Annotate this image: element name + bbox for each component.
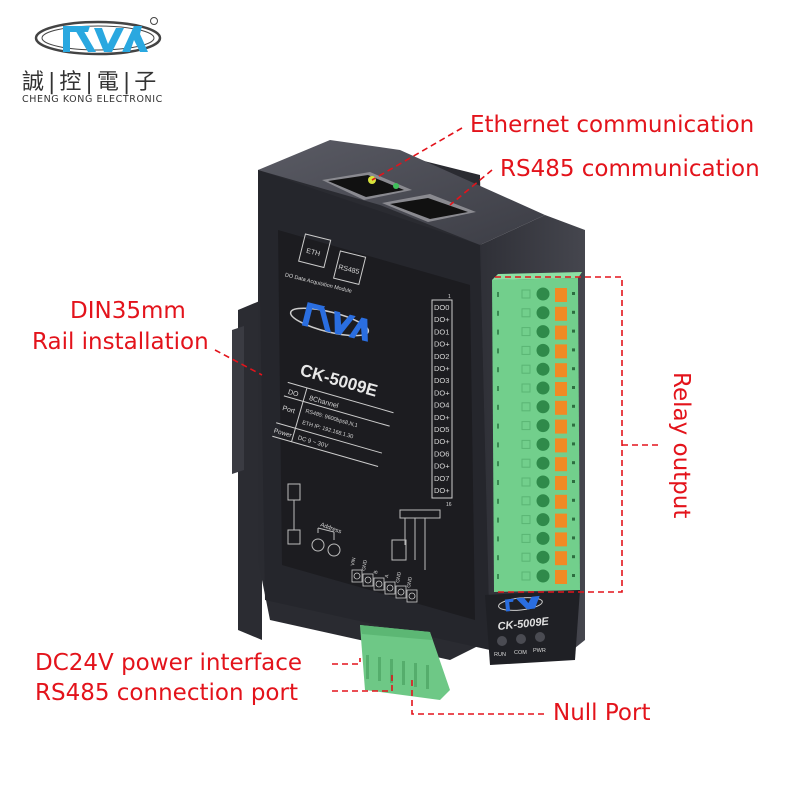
svg-text:DO: DO bbox=[287, 389, 300, 399]
callout-din-line1: DIN35mm bbox=[70, 298, 186, 324]
lever-icon bbox=[555, 551, 567, 566]
svg-text:Port: Port bbox=[281, 405, 295, 415]
terminal-label: DO6 bbox=[434, 449, 449, 458]
lever-icon bbox=[555, 476, 567, 490]
callout-power-interface: DC24V power interface bbox=[35, 650, 303, 676]
lever-icon bbox=[555, 363, 567, 378]
rs485-label: RS485 bbox=[337, 264, 360, 276]
terminal-label: DO+ bbox=[434, 315, 450, 324]
callout-rs485-port: RS485 connection port bbox=[35, 680, 298, 706]
lever-icon bbox=[555, 570, 567, 584]
callout-din-line2: Rail installation bbox=[32, 329, 209, 355]
lever-icon bbox=[555, 306, 567, 321]
terminal-label: DO+ bbox=[434, 388, 450, 397]
ck-logo-icon bbox=[34, 17, 162, 56]
callout-lines bbox=[214, 127, 660, 715]
svg-text:16: 16 bbox=[446, 502, 452, 508]
svg-text:COM: COM bbox=[514, 650, 527, 656]
lever-icon bbox=[555, 438, 567, 453]
terminal-label: DO+ bbox=[434, 437, 450, 446]
terminal-label-column: 1 16 bbox=[431, 294, 453, 508]
svg-text:PWR: PWR bbox=[533, 648, 546, 654]
svg-text:GND: GND bbox=[395, 571, 403, 583]
lever-icon bbox=[555, 513, 567, 528]
terminal-label: DO5 bbox=[434, 425, 449, 434]
svg-text:A: A bbox=[384, 573, 391, 578]
terminal-label: DO3 bbox=[434, 376, 449, 385]
lever-icon bbox=[555, 419, 567, 434]
svg-text:VIN: VIN bbox=[350, 557, 357, 567]
lever-icon bbox=[555, 288, 567, 302]
lever-icon bbox=[555, 532, 567, 547]
brand-name-en: CHENG KONG ELECTRONIC bbox=[22, 94, 163, 105]
status-leds: RUN COM PWR bbox=[494, 632, 546, 658]
front-model-text: CK-5009E bbox=[497, 616, 550, 633]
top-face bbox=[258, 140, 545, 245]
terminal-label: DO+ bbox=[434, 364, 450, 373]
svg-text:B: B bbox=[373, 569, 380, 574]
terminal-label: DO1 bbox=[434, 327, 449, 336]
callout-ethernet: Ethernet communication bbox=[470, 112, 755, 138]
power-connector bbox=[360, 625, 450, 700]
callout-relay-output: Relay output bbox=[668, 372, 694, 519]
bottom-terminal-row bbox=[351, 569, 418, 603]
lever-icon bbox=[555, 344, 567, 359]
svg-text:GND: GND bbox=[361, 559, 369, 571]
terminal-label: DO+ bbox=[434, 413, 450, 422]
lever-icon bbox=[555, 382, 567, 396]
lever-icon bbox=[555, 457, 567, 472]
terminal-label: DO4 bbox=[434, 401, 449, 410]
lever-icon bbox=[555, 400, 567, 415]
eth-label: ETH bbox=[305, 248, 320, 258]
terminal-label: DO0 bbox=[434, 303, 449, 312]
terminal-label: DO+ bbox=[434, 486, 450, 495]
rs485-port-icon bbox=[382, 194, 476, 222]
terminal-label: DO+ bbox=[434, 340, 450, 349]
callout-null-port: Null Port bbox=[553, 700, 651, 726]
terminal-label: DO2 bbox=[434, 352, 449, 361]
lever-icon bbox=[555, 494, 567, 509]
lever-icon bbox=[555, 325, 567, 340]
terminal-label: DO+ bbox=[434, 462, 450, 471]
callout-rs485-communication: RS485 communication bbox=[500, 156, 760, 182]
svg-text:GND: GND bbox=[406, 576, 414, 588]
relay-output-connector bbox=[492, 272, 582, 592]
terminal-label: DO7 bbox=[434, 474, 449, 483]
brand-name-cn: 誠|控|電|子 bbox=[22, 70, 161, 95]
svg-text:1: 1 bbox=[448, 294, 451, 300]
svg-text:RUN: RUN bbox=[494, 652, 506, 658]
